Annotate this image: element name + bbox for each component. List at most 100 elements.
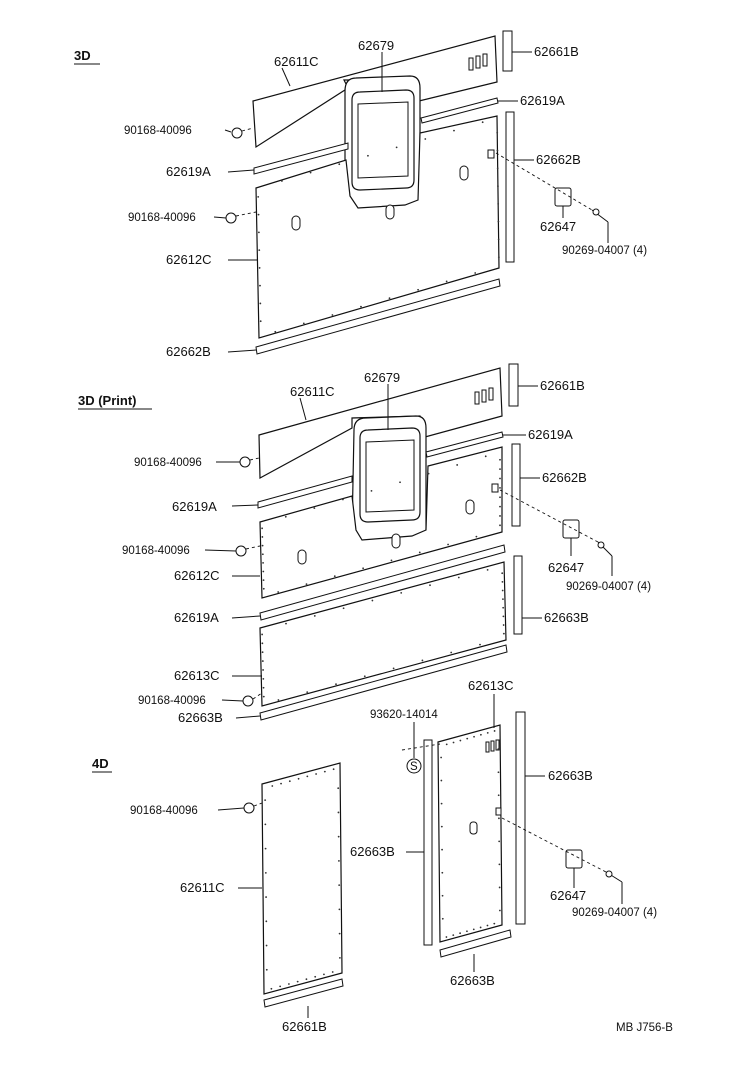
rivet-dot [497, 202, 500, 205]
leader [231, 615, 261, 619]
rivet-dot [479, 926, 482, 929]
rivet-dot [440, 802, 443, 805]
rivet-dot [257, 213, 260, 216]
rivet-dot [313, 507, 316, 510]
rivet-dot [484, 455, 487, 458]
rivet-dot [400, 591, 403, 594]
rivet-dot [288, 983, 290, 985]
rivet-dot [499, 468, 501, 471]
rivet-dot [499, 486, 501, 489]
clip-90168 [243, 802, 255, 814]
rivet-dot [371, 599, 374, 602]
rivet-dots [257, 121, 505, 990]
rivet-dot [440, 779, 443, 782]
strip-62661B [508, 363, 519, 407]
leader [227, 169, 255, 173]
screw-head [597, 541, 605, 549]
rivet-dot [466, 930, 468, 933]
rivet-dot [497, 256, 500, 259]
rivet-dot [262, 579, 265, 582]
rivet-dot [502, 632, 505, 635]
part-label: 62619A [174, 610, 219, 625]
rivet-dot [452, 741, 455, 744]
rivet-dot [498, 863, 501, 866]
rivet-dot [440, 825, 443, 828]
rivet-dot [499, 524, 501, 527]
rivet-dot [259, 284, 261, 287]
rivet-dot [475, 535, 478, 538]
rivet-dot [363, 675, 366, 678]
leader [231, 504, 259, 507]
part-label: 62611C [274, 54, 319, 69]
rivet-dot [305, 978, 308, 981]
clip-dash [252, 692, 263, 700]
part-label: 62619A [528, 427, 573, 442]
strip-62663B-bottom [439, 929, 512, 958]
rivet-dot [264, 823, 267, 826]
strip-62619A-right [425, 431, 504, 458]
rivet-dot [338, 932, 341, 935]
rivet-dot [332, 768, 335, 771]
rivet-dot [331, 971, 334, 973]
rivet-dot [481, 121, 484, 124]
bracket-62647 [554, 187, 572, 207]
screw-dash [401, 743, 441, 751]
vent-slots [485, 739, 500, 753]
rivet-dot [445, 936, 448, 938]
strip-62662B-vertical [511, 443, 521, 527]
clip-dash [245, 545, 261, 550]
rivet-dot [497, 220, 500, 223]
footer-code: MB J756-B [616, 1022, 673, 1034]
rivet-dot [323, 770, 326, 773]
rivet-dot [388, 297, 391, 300]
rivet-dot [337, 787, 340, 790]
rivet-dot [338, 908, 341, 911]
leader [235, 715, 261, 719]
strip-62661B [263, 978, 344, 1008]
rivet-dot [441, 848, 443, 851]
leader [224, 129, 232, 133]
part-label: 62679 [364, 370, 400, 385]
rivet-dot [342, 498, 344, 501]
part-label: 62661B [282, 1019, 327, 1034]
rivet-dot [456, 464, 459, 466]
rivet-dot [497, 748, 500, 751]
rivet-dot [259, 302, 262, 305]
rivet-dot [501, 572, 504, 575]
rivet-dot [280, 782, 282, 785]
rivet-dot [493, 730, 496, 732]
rivet-dot [497, 185, 499, 187]
rivet-dot [450, 651, 453, 654]
rivet-dot [447, 543, 449, 546]
access-hole [495, 807, 502, 816]
rivet-dot [284, 515, 287, 518]
vent-slots [468, 53, 488, 71]
section-3d: 3D [74, 30, 647, 359]
rivet-dot [399, 481, 401, 484]
part-label: 62662B [542, 470, 587, 485]
rivet-dot [474, 272, 477, 274]
rivet-dot [270, 987, 273, 990]
rivet-dot [441, 917, 444, 920]
section-4d: 4D S [92, 678, 657, 1034]
rivet-dot [499, 458, 501, 461]
rivet-dot [305, 583, 308, 586]
rivet-dot [360, 305, 362, 308]
rivet-dot [466, 737, 469, 740]
rivet-dot [257, 195, 260, 198]
rivet-dot [486, 924, 489, 927]
section-3d-print: 3D (Print) [78, 363, 651, 725]
part-label: 62647 [548, 560, 584, 575]
part-label: 62661B [540, 378, 585, 393]
rivet-dot [486, 731, 489, 734]
rivet-dot [445, 280, 448, 283]
rivet-dot [264, 847, 267, 850]
screw-symbol-text: S [410, 761, 418, 773]
rivet-dot [418, 551, 421, 554]
rivet-dot [338, 860, 340, 862]
part-label: 93620-14014 [370, 709, 438, 721]
rivet-dot [496, 167, 499, 170]
strip-62619A-lower [259, 544, 506, 621]
rivet-dot [258, 231, 260, 234]
rivet-dot [342, 607, 345, 610]
